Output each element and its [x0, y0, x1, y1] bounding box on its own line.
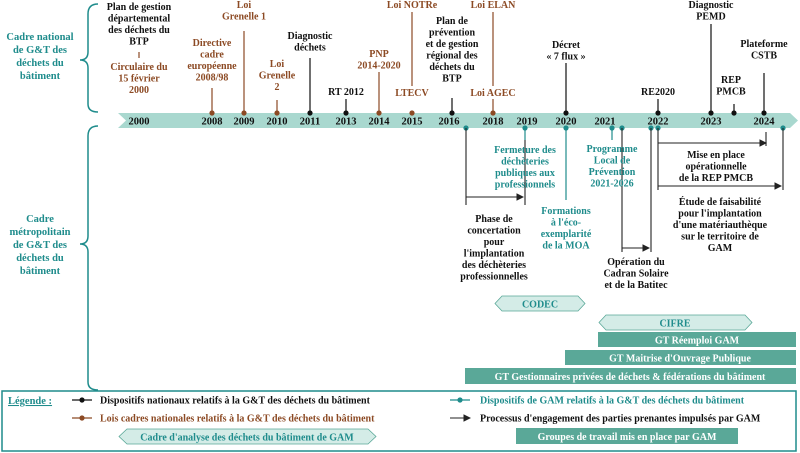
national-frame-label: Cadre national de G&T des déchets du bât…: [6, 32, 73, 82]
legend: Légende : Dispositifs nationaux relatifs…: [1, 390, 797, 452]
svg-text:métropolitain: métropolitain: [9, 227, 70, 238]
legend-gam: Dispositifs de GAM relatifs à la G&T des…: [480, 396, 745, 407]
timeline-band: [118, 113, 798, 128]
event-rt2012: RT 2012: [328, 87, 364, 98]
svg-text:Cadre national: Cadre national: [6, 32, 73, 43]
legend-lois: Lois cadres nationales relatifs à la G&T…: [100, 414, 375, 425]
event-dot: [708, 110, 714, 116]
legend-dot-black: [79, 397, 85, 403]
event-dot: [761, 110, 767, 116]
event-dot: [731, 110, 737, 116]
bar-gt-moa: [565, 350, 796, 365]
legend-dot-teal: [457, 397, 463, 403]
svg-text:GT Maitrise d'Ouvrage Publique: GT Maitrise d'Ouvrage Publique: [609, 354, 751, 365]
year-label: 2020: [556, 117, 577, 128]
year-label: 2000: [129, 117, 150, 128]
year-label: 2009: [234, 117, 255, 128]
event-dot: [376, 110, 382, 116]
legend-cadre-shape: [118, 428, 377, 445]
event-dot: [655, 110, 661, 116]
year-label: 2015: [402, 117, 423, 128]
year-label: 2022: [648, 117, 669, 128]
event-dot: [409, 110, 415, 116]
event-notre: Loi NOTRe: [387, 0, 438, 11]
event-dot: [274, 110, 280, 116]
bar-codec: [494, 295, 586, 312]
process-arrows: [465, 128, 784, 252]
metro-frame-label: Cadre métropolitain de G&T des déchets d…: [9, 214, 70, 277]
event-dot: [307, 110, 313, 116]
legend-box: [1, 390, 797, 452]
event-dot: [490, 110, 496, 116]
national-brace: [79, 3, 99, 113]
year-labels: 2000 2008 2009 2010 2011 2013 2014 2015 …: [129, 117, 776, 128]
event-dot: [449, 110, 455, 116]
year-label: 2023: [701, 117, 722, 128]
year-label: 2013: [336, 117, 357, 128]
year-label: 2014: [369, 117, 391, 128]
bar-cifre: [598, 314, 753, 331]
event-elan: Loi ELAN: [471, 0, 517, 11]
metro-brace: [79, 125, 99, 391]
metro-markers: [463, 125, 786, 200]
legend-groupes-shape: [516, 428, 738, 444]
svg-text:Cadre: Cadre: [26, 214, 54, 225]
svg-text:CIFRE: CIFRE: [659, 319, 690, 330]
svg-text:Groupes de travail mis en plac: Groupes de travail mis en place par GAM: [538, 432, 717, 443]
event-ltecv: LTECV: [395, 88, 429, 99]
year-label: 2010: [267, 117, 288, 128]
legend-dot-brown: [79, 415, 85, 421]
svg-text:déchets du: déchets du: [16, 253, 64, 264]
year-label: 2019: [517, 117, 538, 128]
year-label: 2011: [300, 117, 320, 128]
svg-text:déchets du: déchets du: [16, 58, 64, 69]
svg-text:CODEC: CODEC: [522, 300, 558, 311]
year-label: 2008: [202, 117, 223, 128]
year-label: 2024: [754, 117, 776, 128]
svg-text:de G&T des: de G&T des: [13, 240, 67, 251]
working-group-bars: CODEC CIFRE GT Réemploi GAM GT Maitrise …: [465, 295, 796, 384]
year-label: 2021: [595, 117, 616, 128]
event-agec: Loi AGEC: [470, 88, 515, 99]
svg-text:bâtiment: bâtiment: [20, 266, 61, 277]
svg-text:Cadre d'analyse des déchets du: Cadre d'analyse des déchets du bâtiment …: [140, 433, 354, 444]
bar-gt-gest: [465, 368, 796, 384]
legend-national: Dispositifs nationaux relatifs à la G&T …: [100, 396, 371, 407]
svg-text:GT Gestionnaires privées de dé: GT Gestionnaires privées de déchets & fé…: [495, 372, 766, 383]
event-dot: [209, 110, 215, 116]
year-label: 2016: [439, 117, 460, 128]
legend-processus: Processus d'engagement des parties prena…: [480, 414, 761, 425]
year-label: 2018: [483, 117, 504, 128]
svg-text:bâtiment: bâtiment: [20, 71, 61, 82]
event-decret: Décret« 7 flux »: [546, 40, 585, 63]
svg-text:GT Réemploi GAM: GT Réemploi GAM: [655, 336, 740, 347]
event-dot: [563, 110, 569, 116]
event-dot: [343, 110, 349, 116]
national-markers: [138, 12, 767, 116]
event-re2020: RE2020: [641, 87, 675, 98]
event-dot: [241, 110, 247, 116]
legend-title: Légende :: [8, 396, 52, 407]
svg-text:de G&T des: de G&T des: [13, 45, 67, 56]
bar-gt-reemploi: [598, 332, 796, 347]
